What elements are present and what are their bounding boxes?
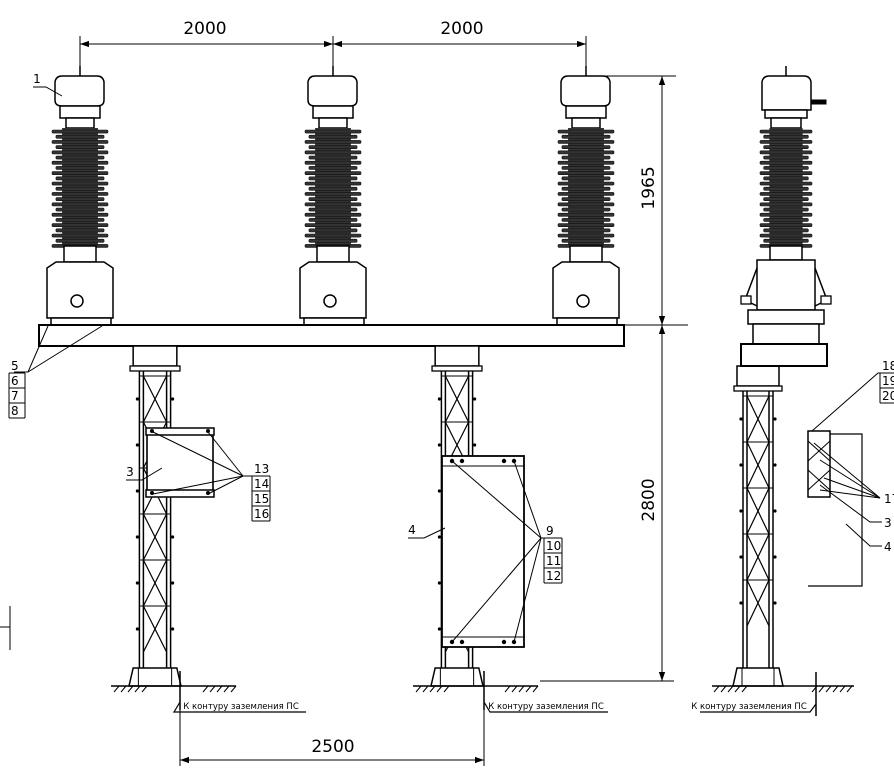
callout-stack-18-20: 18 19 20 <box>878 359 894 404</box>
callout-7: 7 <box>11 389 19 403</box>
dimension-span-right: 2000 <box>440 19 483 39</box>
callout-5: 5 <box>11 359 19 373</box>
insulator-sheds <box>557 128 615 248</box>
callout-9: 9 <box>546 524 554 538</box>
ground-label-middle: К контуру заземления ПС <box>488 702 604 712</box>
ground-hatching <box>504 685 539 693</box>
callout-stack-9-12: 9 10 11 12 <box>541 524 563 584</box>
ground-middle <box>413 671 608 713</box>
insulator-left <box>46 66 114 327</box>
callout-17: 17 <box>884 492 894 506</box>
callout-16: 16 <box>254 507 269 521</box>
callout-18: 18 <box>882 359 894 373</box>
ground-hatching <box>113 685 148 693</box>
dimension-lines <box>0 36 688 766</box>
callout-stack-13-16: 13 14 15 16 <box>243 462 271 522</box>
dimension-support-height: 2800 <box>639 478 659 521</box>
dimension-support-spacing: 2500 <box>311 737 354 757</box>
callout-13: 13 <box>254 462 269 476</box>
insulator-sheds <box>759 128 813 248</box>
callout-20: 20 <box>882 389 894 403</box>
ground-side <box>700 672 854 716</box>
callout-side-4: 4 <box>884 540 892 554</box>
ground-label-left: К контуру заземления ПС <box>183 702 299 712</box>
insulator-sheds <box>51 128 109 248</box>
callout-19: 19 <box>882 374 894 388</box>
ground-hatching <box>415 685 450 693</box>
base-frame <box>38 324 625 347</box>
callout-15: 15 <box>254 492 269 506</box>
support-column-left <box>128 345 182 687</box>
callout-3: 3 <box>126 465 134 479</box>
insulator-middle <box>299 66 367 327</box>
insulator-right <box>552 66 620 327</box>
ground-label-side: К контуру заземления ПС <box>691 702 807 712</box>
callout-10: 10 <box>546 539 561 553</box>
callout-11: 11 <box>546 554 561 568</box>
insulator-side-view: ↔ <box>740 66 832 367</box>
ground-hatching <box>713 685 748 693</box>
support-column-side <box>732 365 784 687</box>
ground-hatching <box>202 685 237 693</box>
side-view-drive-box <box>807 430 863 587</box>
callout-6: 6 <box>11 374 19 388</box>
callout-1: 1 <box>33 72 41 86</box>
ground-left <box>111 671 306 713</box>
callout-stack-5-8: 5 6 7 8 <box>8 359 26 419</box>
insulator-sheds <box>304 128 362 248</box>
callout-4: 4 <box>408 523 416 537</box>
control-cabinet-4 <box>441 455 525 648</box>
leader-lines <box>14 86 882 643</box>
callout-14: 14 <box>254 477 269 491</box>
ground-hatching <box>811 685 853 693</box>
callout-side-3: 3 <box>884 516 892 530</box>
dimension-span-left: 2000 <box>183 19 226 39</box>
dimension-insulator-height: 1965 <box>639 166 659 209</box>
callout-8: 8 <box>11 404 19 418</box>
callout-12: 12 <box>546 569 561 583</box>
drive-box-3 <box>145 427 215 498</box>
